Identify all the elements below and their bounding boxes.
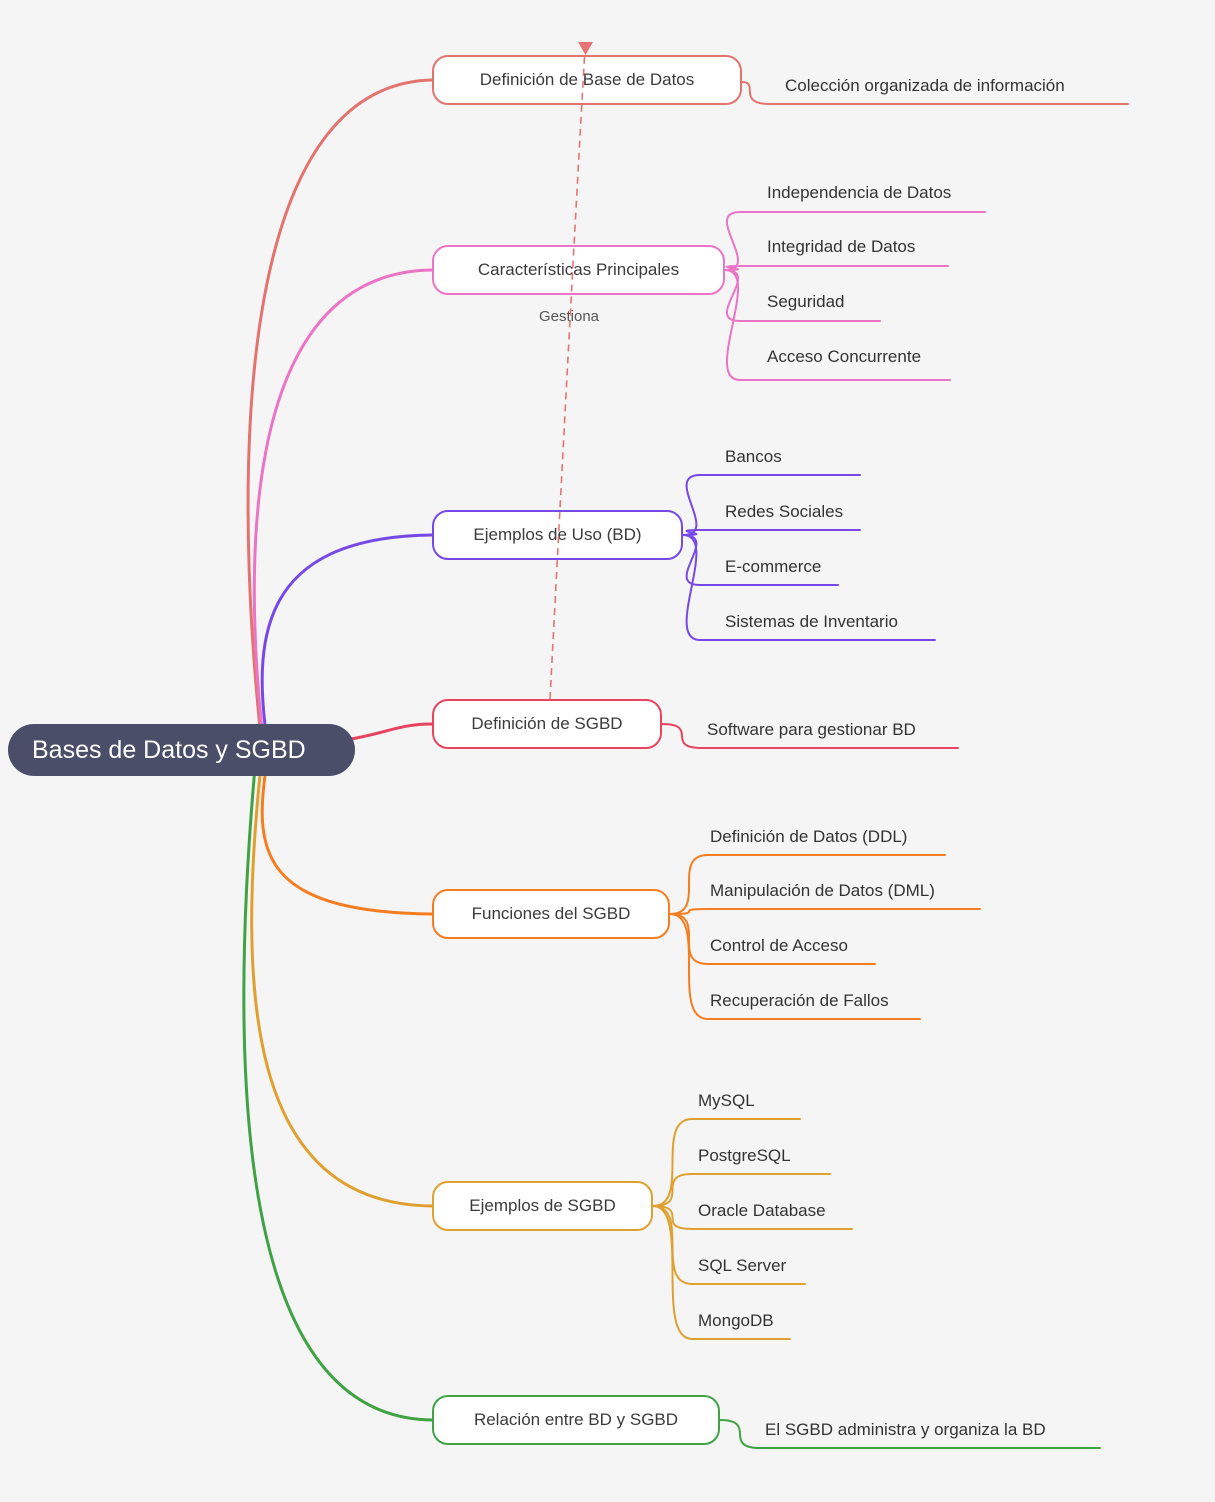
leaf-connector <box>682 529 861 536</box>
leaf-connector <box>724 269 951 381</box>
link-root-to-branch-definicion-sgbd <box>343 722 434 742</box>
leaf-connector <box>652 1205 791 1340</box>
branch-node-definicion-sgbd[interactable]: Definición de SGBD <box>432 699 662 749</box>
leaf-connector <box>724 265 949 271</box>
leaf-connector <box>669 854 946 915</box>
leaf-label: Sistemas de Inventario <box>725 612 898 631</box>
leaf-label: MongoDB <box>698 1311 774 1330</box>
leaf-label: MySQL <box>698 1091 755 1110</box>
link-root-to-branch-caracteristicas <box>252 268 434 750</box>
link-root-to-branch-ejemplos-uso <box>260 533 434 750</box>
branch-node-definicion-base-de-datos[interactable]: Definición de Base de Datos <box>432 55 742 105</box>
branch-node-label: Ejemplos de Uso (BD) <box>473 525 642 544</box>
leaf-label: Seguridad <box>767 292 845 311</box>
leaf-label: Independencia de Datos <box>767 183 952 202</box>
leaf-label: Acceso Concurrente <box>767 347 922 366</box>
branch-node-label: Ejemplos de SGBD <box>469 1196 616 1215</box>
leaf-label: Definición de Datos (DDL) <box>710 827 908 846</box>
leaf-label: Oracle Database <box>698 1201 826 1220</box>
branch-node-label: Definición de SGBD <box>471 714 623 733</box>
leaf-label: PostgreSQL <box>698 1146 791 1165</box>
leaf-label: El SGBD administra y organiza la BD <box>765 1420 1046 1439</box>
leaf-connector <box>661 723 959 749</box>
leaf-label: Integridad de Datos <box>767 237 916 256</box>
leaf-label: SQL Server <box>698 1256 787 1275</box>
leaf-label: E-commerce <box>725 557 822 576</box>
leaf-connector <box>652 1118 801 1207</box>
link-root-to-branch-definicion-bd <box>246 78 434 750</box>
leaf-connector <box>719 1419 1101 1449</box>
branch-node-label: Funciones del SGBD <box>471 904 631 923</box>
link-root-to-branch-ejemplos-sgbd <box>250 754 434 1208</box>
association-label: Gestiona <box>538 308 600 325</box>
root-node-label: Bases de Datos y SGBD <box>32 735 306 764</box>
leaf-label: Bancos <box>725 447 782 466</box>
leaf-connector <box>741 81 1129 105</box>
branch-node-label: Definición de Base de Datos <box>479 70 695 89</box>
leaf-label: Recuperación de Fallos <box>710 991 889 1010</box>
branch-node-label: Relación entre BD y SGBD <box>473 1410 679 1429</box>
leaf-connector <box>682 534 839 586</box>
root-node[interactable]: Bases de Datos y SGBD <box>8 724 355 776</box>
link-root-to-branch-funciones-sgbd <box>260 754 434 916</box>
leaf-connector <box>724 269 881 322</box>
leaf-connector <box>669 913 921 1020</box>
branch-node-funciones-del-sgbd[interactable]: Funciones del SGBD <box>432 889 670 939</box>
leaf-connector <box>669 908 981 915</box>
branch-node-label: Características Principales <box>477 260 680 279</box>
branch-node-relacion-bd-sgbd[interactable]: Relación entre BD y SGBD <box>432 1395 720 1445</box>
branch-node-ejemplos-de-sgbd[interactable]: Ejemplos de SGBD <box>432 1181 653 1231</box>
leaf-label: Control de Acceso <box>710 936 848 955</box>
branch-node-caracteristicas-principales[interactable]: Características Principales <box>432 245 725 295</box>
leaf-label: Software para gestionar BD <box>707 720 916 739</box>
leaf-connector <box>652 1173 831 1207</box>
leaf-label: Redes Sociales <box>725 502 844 521</box>
link-root-to-branch-relacion <box>242 754 434 1422</box>
leaf-connector <box>682 534 936 641</box>
leaf-connector <box>652 1205 853 1230</box>
leaf-connector <box>724 211 986 271</box>
leaf-label: Colección organizada de información <box>785 76 1065 95</box>
branch-node-ejemplos-de-uso-bd[interactable]: Ejemplos de Uso (BD) <box>432 510 683 560</box>
leaf-label: Manipulación de Datos (DML) <box>710 881 935 900</box>
